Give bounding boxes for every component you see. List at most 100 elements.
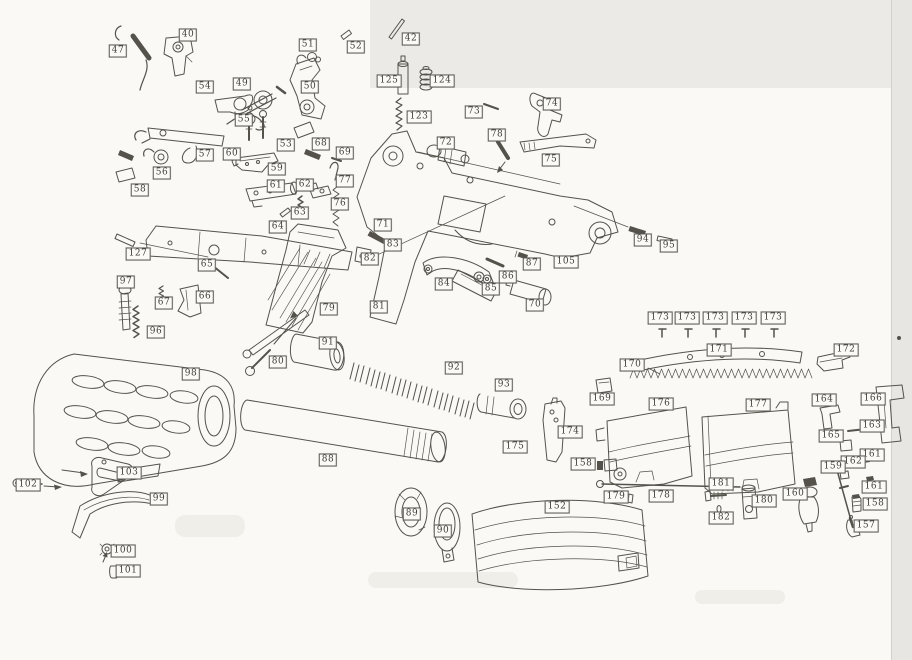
mag-base-screw-art (704, 490, 727, 513)
part-label: 66 (195, 290, 215, 304)
bolt-catch-parts-art (451, 250, 528, 302)
part-label: 51 (298, 38, 318, 52)
part-label: 97 (116, 275, 136, 289)
recoil-spring-art (349, 362, 475, 420)
part-label: 90 (433, 524, 453, 538)
part-label: 92 (444, 361, 464, 375)
part-label: 40 (178, 28, 198, 42)
part-label: 73 (464, 105, 484, 119)
hammer-spring-art (114, 25, 152, 91)
part-label: 58 (130, 183, 150, 197)
part-label: 53 (276, 138, 296, 152)
part-label: 65 (197, 258, 217, 272)
part-label: 77 (335, 174, 355, 188)
part-label: 163 (859, 419, 885, 433)
selector-parts-art (483, 92, 563, 173)
part-label: 179 (603, 490, 629, 504)
part-label: 174 (557, 425, 583, 439)
part-label: 98 (181, 367, 201, 381)
part-label: 161 (859, 448, 885, 462)
scan-edge-top (370, 0, 912, 88)
part-label: 103 (116, 466, 142, 480)
selector-lever-art (519, 133, 597, 153)
part-label: 100 (110, 544, 136, 558)
part-label: 85 (481, 282, 501, 296)
part-label: 63 (290, 206, 310, 220)
receiver-shell-art (114, 225, 353, 279)
part-label: 123 (406, 110, 432, 124)
mag-plunger-left-art (597, 458, 618, 472)
part-label: 50 (300, 80, 320, 94)
part-label: 180 (751, 494, 777, 508)
part-label: 175 (502, 440, 528, 454)
part-label: 158 (570, 457, 596, 471)
part-label: 52 (346, 40, 366, 54)
part-label: 152 (544, 500, 570, 514)
part-label: 81 (369, 300, 389, 314)
part-label: 95 (659, 239, 679, 253)
plunger-right-art (851, 494, 862, 513)
valve-bracket-art (231, 152, 279, 173)
part-label: 62 (295, 178, 315, 192)
part-label: 125 (376, 74, 402, 88)
part-label: 173 (647, 311, 673, 325)
part-label: 86 (498, 270, 518, 284)
part-label: 64 (268, 220, 288, 234)
part-label: 93 (494, 378, 514, 392)
part-label: 124 (429, 74, 455, 88)
top-small-pins-art (307, 18, 405, 63)
part-label: 176 (648, 397, 674, 411)
valve-assembly-art (798, 477, 819, 533)
part-label: 60 (222, 147, 242, 161)
part-label: 161 (861, 480, 887, 494)
part-label: 96 (146, 325, 166, 339)
part-label: 84 (434, 277, 454, 291)
part-label: 182 (708, 511, 734, 525)
part-label: 101 (115, 564, 141, 578)
pistol-grip-art (265, 223, 347, 334)
part-label: 88 (318, 453, 338, 467)
part-label: 78 (487, 128, 507, 142)
part-label: 76 (330, 197, 350, 211)
part-label: 173 (674, 311, 700, 325)
part-label: 71 (373, 218, 393, 232)
part-label: 89 (402, 507, 422, 521)
part-label: 173 (702, 311, 728, 325)
magazine-shell-right-art (701, 401, 796, 495)
part-label: 102 (15, 478, 41, 492)
small-cylinder-art (115, 167, 136, 183)
part-label: 158 (862, 497, 888, 511)
part-label: 70 (525, 298, 545, 312)
part-label: 173 (760, 311, 786, 325)
part-label: 79 (319, 302, 339, 316)
part-label: 171 (706, 343, 732, 357)
part-label: 159 (820, 460, 846, 474)
grip-screw-art (242, 309, 310, 376)
part-label: 181 (708, 477, 734, 491)
part-label: 166 (860, 392, 886, 406)
part-label: 160 (782, 487, 808, 501)
buffer-tube-art (240, 399, 447, 463)
part-label: 55 (234, 113, 254, 127)
part-label: 82 (360, 252, 380, 266)
part-label: 91 (318, 336, 338, 350)
part-label: 173 (731, 311, 757, 325)
part-label: 59 (267, 162, 287, 176)
part-label: 49 (232, 77, 252, 91)
part-label: 54 (195, 80, 215, 94)
part-label: 83 (383, 238, 403, 252)
part-label: 87 (522, 257, 542, 271)
part-label: 94 (633, 233, 653, 247)
part-label: 127 (125, 247, 151, 261)
coil-spring-art (132, 305, 140, 339)
part-label: 157 (853, 519, 879, 533)
bent-pin-art (329, 161, 339, 181)
bolt-screw-art (476, 393, 527, 420)
part-label: 68 (311, 137, 331, 151)
part-label: 170 (619, 358, 645, 372)
plunger-cylinder-art (395, 55, 433, 131)
part-label: 178 (648, 489, 674, 503)
part-label: 42 (401, 32, 421, 46)
